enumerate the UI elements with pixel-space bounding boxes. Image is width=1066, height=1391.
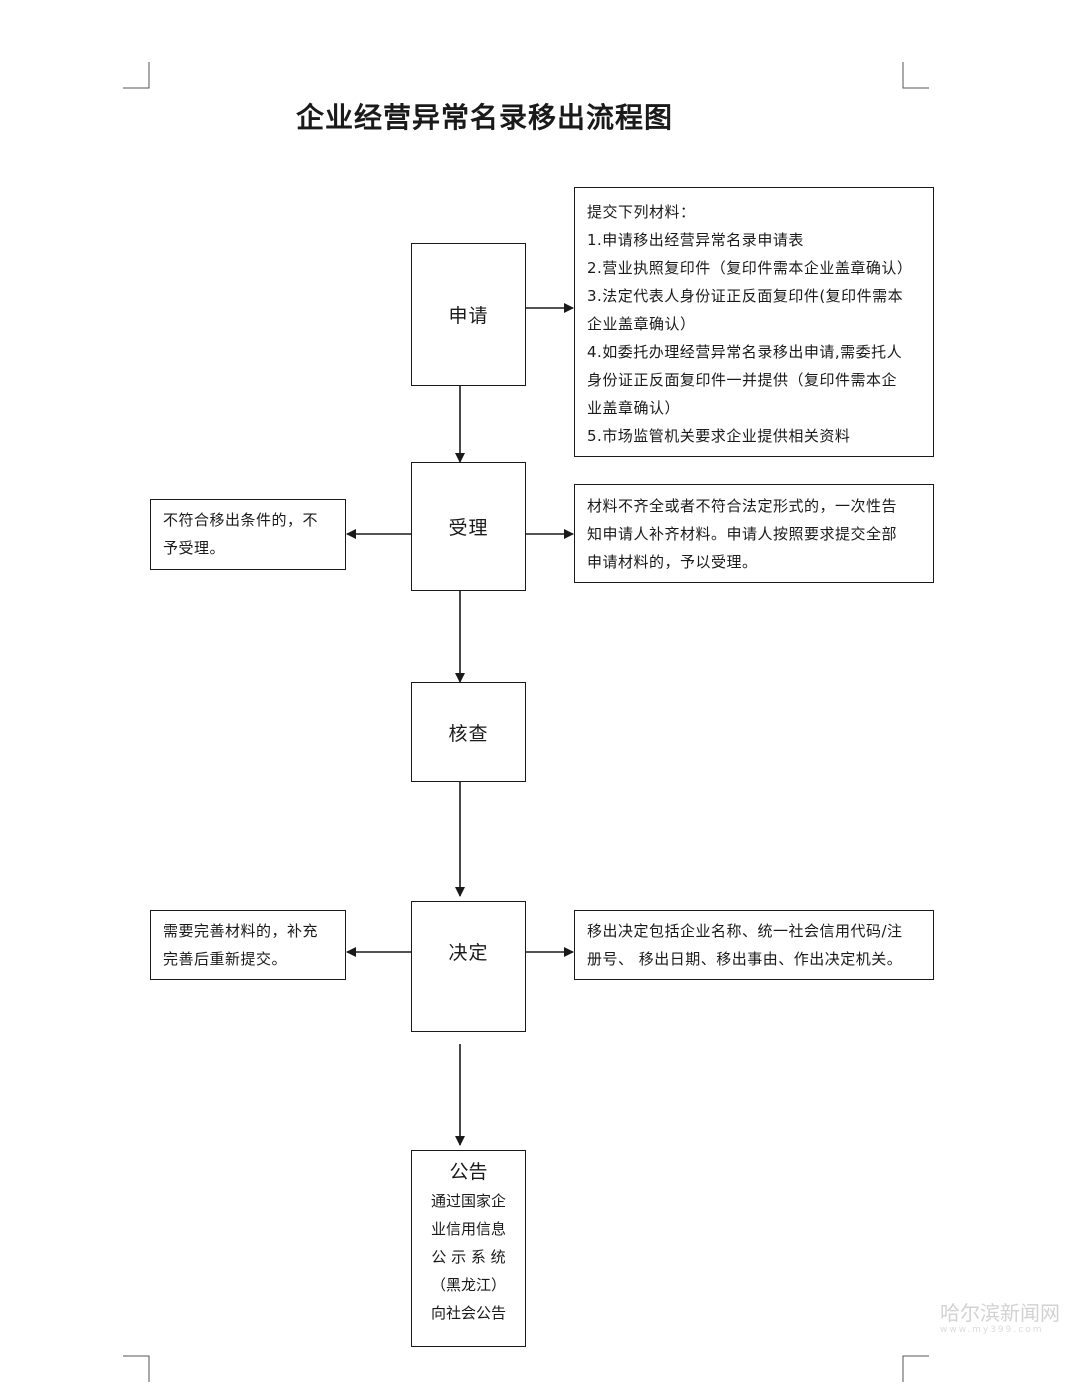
watermark-sub: www.my399.com [940, 1325, 1044, 1335]
notice-line: （黑龙江） [430, 1276, 506, 1294]
step-apply-label: 申请 [448, 305, 489, 327]
notice-line: 公 示 系 统 [431, 1248, 506, 1266]
note-line: 完善后重新提交。 [163, 950, 288, 968]
step-apply: 申请 [411, 243, 526, 386]
step-notice: 公告 通过国家企 业信用信息 公 示 系 统 （黑龙江） 向社会公告 [411, 1150, 526, 1347]
note-line: 需要完善材料的，补充 [163, 922, 319, 940]
note-line: 予受理。 [163, 539, 226, 557]
watermark: 哈尔滨新闻网 www.my399.com [940, 1302, 1060, 1342]
note-line: 不符合移出条件的，不 [163, 511, 319, 529]
step-accept: 受理 [411, 462, 526, 591]
note-materials: 提交下列材料： 1.申请移出经营异常名录申请表 2.营业执照复印件（复印件需本企… [574, 187, 934, 457]
note-supplement: 需要完善材料的，补充 完善后重新提交。 [150, 910, 346, 980]
step-verify-label: 核查 [448, 722, 489, 745]
note-line: 申请材料的，予以受理。 [587, 553, 758, 571]
note-line: 4.如委托办理经营异常名录移出申请,需委托人 [587, 343, 903, 361]
notice-line: 通过国家企 [430, 1192, 506, 1210]
step-decide: 决定 [411, 901, 526, 1032]
note-decision-content: 移出决定包括企业名称、统一社会信用代码/注 册号、 移出日期、移出事由、作出决定… [574, 910, 934, 980]
note-line: 5.市场监管机关要求企业提供相关资料 [587, 427, 851, 445]
note-line: 材料不齐全或者不符合法定形式的，一次性告 [587, 497, 898, 515]
note-line: 企业盖章确认） [587, 315, 696, 333]
note-line: 知申请人补齐材料。申请人按照要求提交全部 [587, 525, 898, 543]
note-line: 2.营业执照复印件（复印件需本企业盖章确认） [587, 259, 913, 277]
page-title: 企业经营异常名录移出流程图 [296, 101, 674, 134]
note-incomplete: 材料不齐全或者不符合法定形式的，一次性告 知申请人补齐材料。申请人按照要求提交全… [574, 484, 934, 583]
note-line: 册号、 移出日期、移出事由、作出决定机关。 [587, 950, 903, 968]
note-line: 业盖章确认） [587, 399, 681, 417]
note-line: 身份证正反面复印件一并提供（复印件需本企 [587, 371, 898, 389]
note-line: 移出决定包括企业名称、统一社会信用代码/注 [587, 922, 903, 940]
step-notice-label: 公告 [449, 1161, 488, 1183]
note-line: 提交下列材料： [587, 203, 696, 221]
notice-line: 向社会公告 [430, 1304, 506, 1322]
notice-line: 业信用信息 [430, 1220, 506, 1238]
step-verify: 核查 [411, 682, 526, 782]
step-accept-label: 受理 [448, 517, 489, 539]
note-line: 1.申请移出经营异常名录申请表 [587, 231, 804, 249]
step-decide-label: 决定 [448, 942, 489, 964]
note-reject: 不符合移出条件的，不 予受理。 [150, 499, 346, 570]
watermark-main: 哈尔滨新闻网 [940, 1301, 1060, 1325]
note-line: 3.法定代表人身份证正反面复印件(复印件需本 [587, 287, 904, 305]
